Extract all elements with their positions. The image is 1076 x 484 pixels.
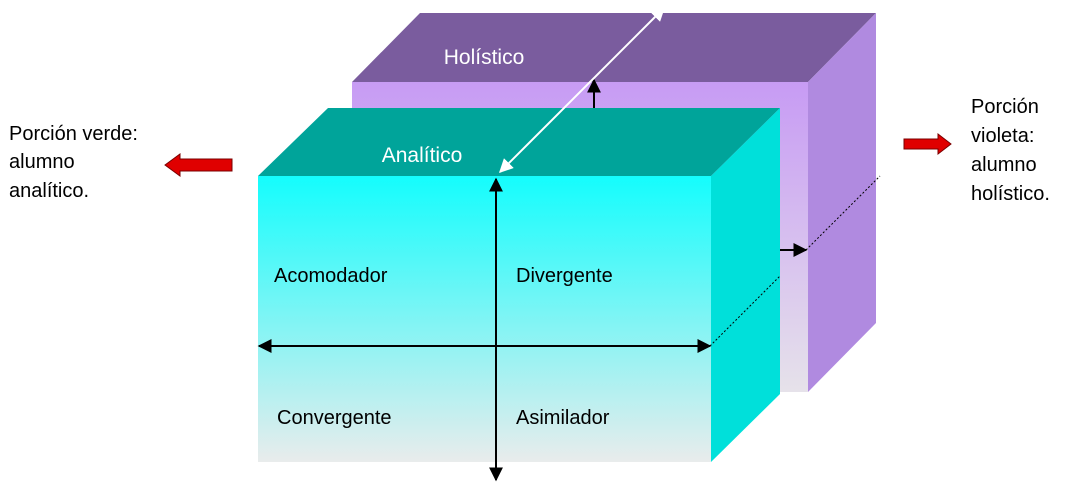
left-callout-line-2: alumno [9, 151, 75, 173]
holistic-cube-side [808, 13, 876, 392]
right-callout-line-4: holístico. [971, 183, 1050, 205]
right-callout-line-2: violeta: [971, 125, 1034, 147]
holistic-cube-top [352, 13, 876, 82]
right-callout: Porción violeta: alumno holístico. [903, 96, 1050, 205]
left-callout-line-1: Porción verde: [9, 123, 138, 145]
right-arrow-icon [903, 132, 952, 156]
right-callout-line-3: alumno [971, 154, 1037, 176]
left-arrow-icon [164, 153, 233, 177]
left-callout-line-3: analítico. [9, 180, 89, 202]
quadrant-label-acomodador: Acomodador [274, 265, 388, 287]
holistic-depth-dotted-line [805, 175, 881, 251]
analytic-cube-top [258, 108, 780, 176]
depth-axis-arrow [499, 7, 665, 173]
left-callout: Porción verde: alumno analítico. [9, 123, 233, 202]
quadrant-label-convergente: Convergente [277, 407, 392, 429]
right-callout-line-1: Porción [971, 96, 1039, 118]
analytic-label: Analítico [382, 144, 463, 167]
analytic-cube-front [258, 176, 711, 462]
quadrant-label-asimilador: Asimilador [516, 407, 610, 429]
analytic-depth-dotted-line [709, 275, 781, 347]
quadrant-label-divergente: Divergente [516, 265, 613, 287]
analytic-cube-side [711, 108, 780, 462]
holistic-label: Holístico [444, 46, 525, 69]
